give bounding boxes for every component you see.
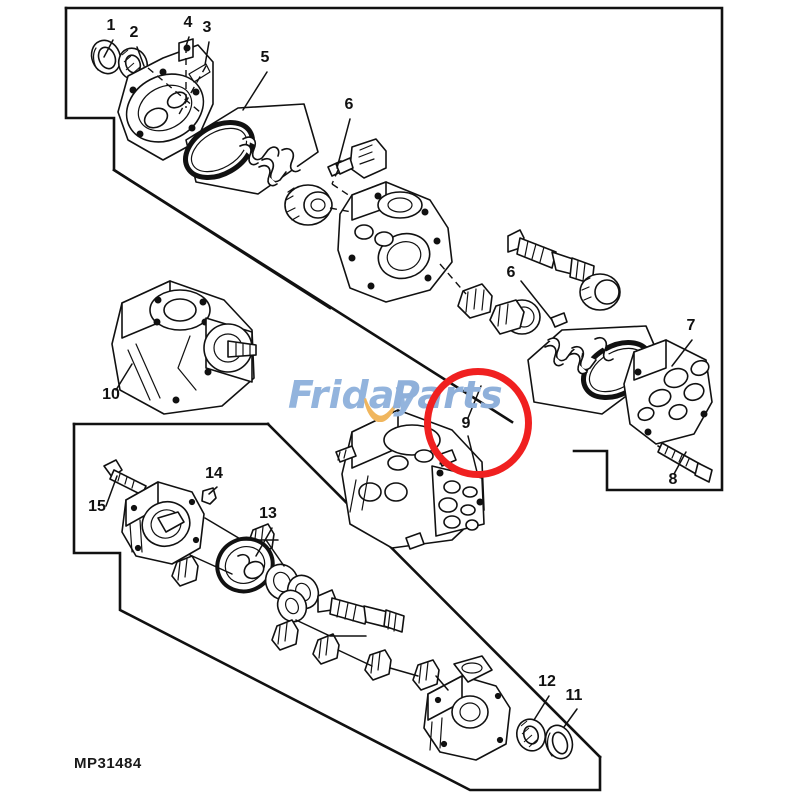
leader-3 — [204, 41, 210, 66]
part-13-rotor — [215, 536, 275, 594]
part-8-bolt — [657, 442, 713, 483]
callout-number-4: 4 — [184, 14, 193, 31]
callout-number-10: 10 — [102, 386, 120, 403]
align-line-4 — [337, 649, 373, 667]
leader-13 — [255, 527, 273, 557]
leader-10 — [115, 363, 133, 391]
drive-shaft-upper — [507, 229, 595, 285]
callout-number-6: 6 — [345, 96, 354, 113]
leader-6 — [336, 118, 351, 169]
leader-7 — [671, 339, 693, 367]
callout-number-13: 13 — [259, 505, 277, 522]
valve-plate-discs — [264, 563, 320, 623]
leader-15 — [105, 475, 118, 507]
leader-6-dash — [331, 169, 339, 185]
align-dash-3 — [177, 65, 207, 117]
leader-2 — [136, 46, 145, 67]
callout-number-2: 2 — [130, 24, 139, 41]
callout-number-7: 7 — [687, 317, 696, 334]
callout-leader-lines — [103, 36, 693, 728]
leader-11 — [563, 708, 578, 728]
align-line-6 — [435, 675, 449, 691]
outer-frame — [64, 6, 724, 492]
callout-number-5: 5 — [261, 49, 270, 66]
part-1-seal-ring — [90, 39, 122, 75]
leader-12 — [533, 695, 550, 721]
leader-5 — [242, 71, 268, 111]
align-line-2 — [189, 554, 233, 575]
leader-14 — [208, 486, 218, 495]
callout-number-12: 12 — [538, 673, 556, 690]
part-14-plug — [201, 487, 217, 505]
part-12-bearing — [515, 718, 547, 752]
callout-number-6b: 6 — [507, 264, 516, 281]
spool-shaft-lower — [317, 589, 405, 633]
align-dash-6 — [331, 183, 351, 197]
upper-panel-diagonal — [112, 168, 332, 310]
roller-bearing-upper — [284, 184, 333, 226]
splined-coupler-upper — [335, 138, 387, 179]
lower-panel-frame — [72, 422, 602, 792]
align-dash-4 — [329, 207, 353, 213]
part-5-spring-clips-lower — [544, 336, 614, 375]
part-3-end-cover — [117, 44, 214, 161]
callout-number-15: 15 — [88, 498, 106, 515]
part-11-seal-ring — [544, 724, 574, 760]
part-15-charge-pump — [121, 481, 205, 565]
callout-number-14: 14 — [205, 465, 223, 482]
part-15-bolt — [103, 459, 147, 496]
lower-panel-diagonal — [266, 422, 602, 759]
callout-number-11: 11 — [566, 687, 583, 704]
part-lower-housing — [423, 655, 511, 761]
align-line-3 — [295, 619, 367, 637]
leader-8 — [673, 451, 687, 475]
middle-assembly-group — [111, 280, 485, 550]
pump-body-upper — [337, 181, 453, 303]
callout-number-1: 1 — [107, 17, 116, 34]
part-5-spring-clips — [239, 136, 301, 187]
leader-9 — [467, 385, 482, 419]
part-7-valve-housing — [623, 339, 713, 445]
align-line-7 — [265, 539, 285, 567]
part-code-label: MP31484 — [74, 755, 142, 772]
leader-6b — [520, 280, 553, 321]
leader-9b — [467, 435, 479, 477]
callout-number-9: 9 — [462, 415, 471, 432]
upper-assembly-group — [90, 38, 713, 483]
lower-assembly-group — [103, 459, 574, 761]
callout-number-8: 8 — [669, 471, 678, 488]
align-line-5 — [389, 667, 419, 677]
panel-frames — [64, 6, 724, 792]
callout-number-3: 3 — [203, 19, 212, 36]
bushing-chain-2 — [271, 619, 440, 691]
align-dash-5 — [439, 263, 467, 295]
leader-1 — [103, 39, 114, 58]
part-10-pump-assembly — [111, 280, 257, 415]
hub-cluster-upper — [457, 273, 621, 335]
leader-4 — [185, 36, 190, 47]
